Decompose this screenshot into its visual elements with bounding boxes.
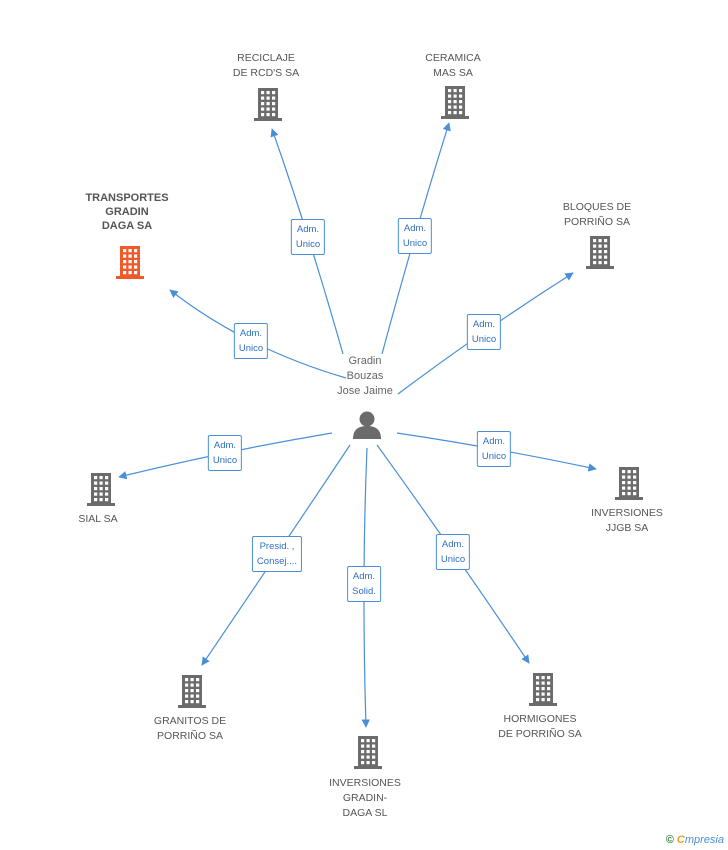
role-label-sial[interactable]: Adm. Unico [207,435,243,471]
role-label-inversiones-gradin[interactable]: Adm. Solid. [347,566,381,602]
role-label-hormigones[interactable]: Adm. Unico [435,534,471,570]
role-label-bloques[interactable]: Adm. Unico [466,314,502,350]
company-label-transportes[interactable]: TRANSPORTES GRADIN DAGA SA [85,192,169,232]
building-icon[interactable] [352,734,384,775]
role-label-transportes[interactable]: Adm. Unico [233,323,269,359]
company-label-ceramica[interactable]: CERAMICA MAS SA [425,52,481,79]
role-label-ceramica[interactable]: Adm. Unico [397,218,433,254]
building-icon[interactable] [584,234,616,275]
company-label-inversiones-gradin[interactable]: INVERSIONES GRADIN- DAGA SL [329,777,401,819]
copyright-icon: © [665,834,674,846]
building-icon[interactable] [114,244,146,285]
role-label-granitos[interactable]: Presid. , Consej.... [251,536,303,572]
building-icon[interactable] [85,471,117,512]
building-icon[interactable] [176,673,208,714]
building-icon[interactable] [439,84,471,125]
brand-logo-letter: C [676,834,685,846]
building-icon[interactable] [252,86,284,127]
building-icon[interactable] [527,671,559,712]
company-label-reciclaje[interactable]: RECICLAJE DE RCD'S SA [232,52,300,79]
role-label-inversiones-jjgb[interactable]: Adm. Unico [476,431,512,467]
company-label-bloques[interactable]: BLOQUES DE PORRIÑO SA [562,201,632,228]
person-icon [353,411,381,439]
person-name: Gradin Bouzas Jose Jaime [337,355,393,397]
company-label-hormigones[interactable]: HORMIGONES DE PORRIÑO SA [498,713,582,740]
company-label-inversiones-jjgb[interactable]: INVERSIONES JJGB SA [591,507,663,534]
brand-name: mpresia [684,834,724,846]
role-label-reciclaje[interactable]: Adm. Unico [290,219,326,255]
brand-footer: © Cmpresia [666,834,724,846]
building-icon[interactable] [613,465,645,506]
company-label-sial[interactable]: SIAL SA [78,513,118,525]
company-label-granitos[interactable]: GRANITOS DE PORRIÑO SA [153,715,227,742]
